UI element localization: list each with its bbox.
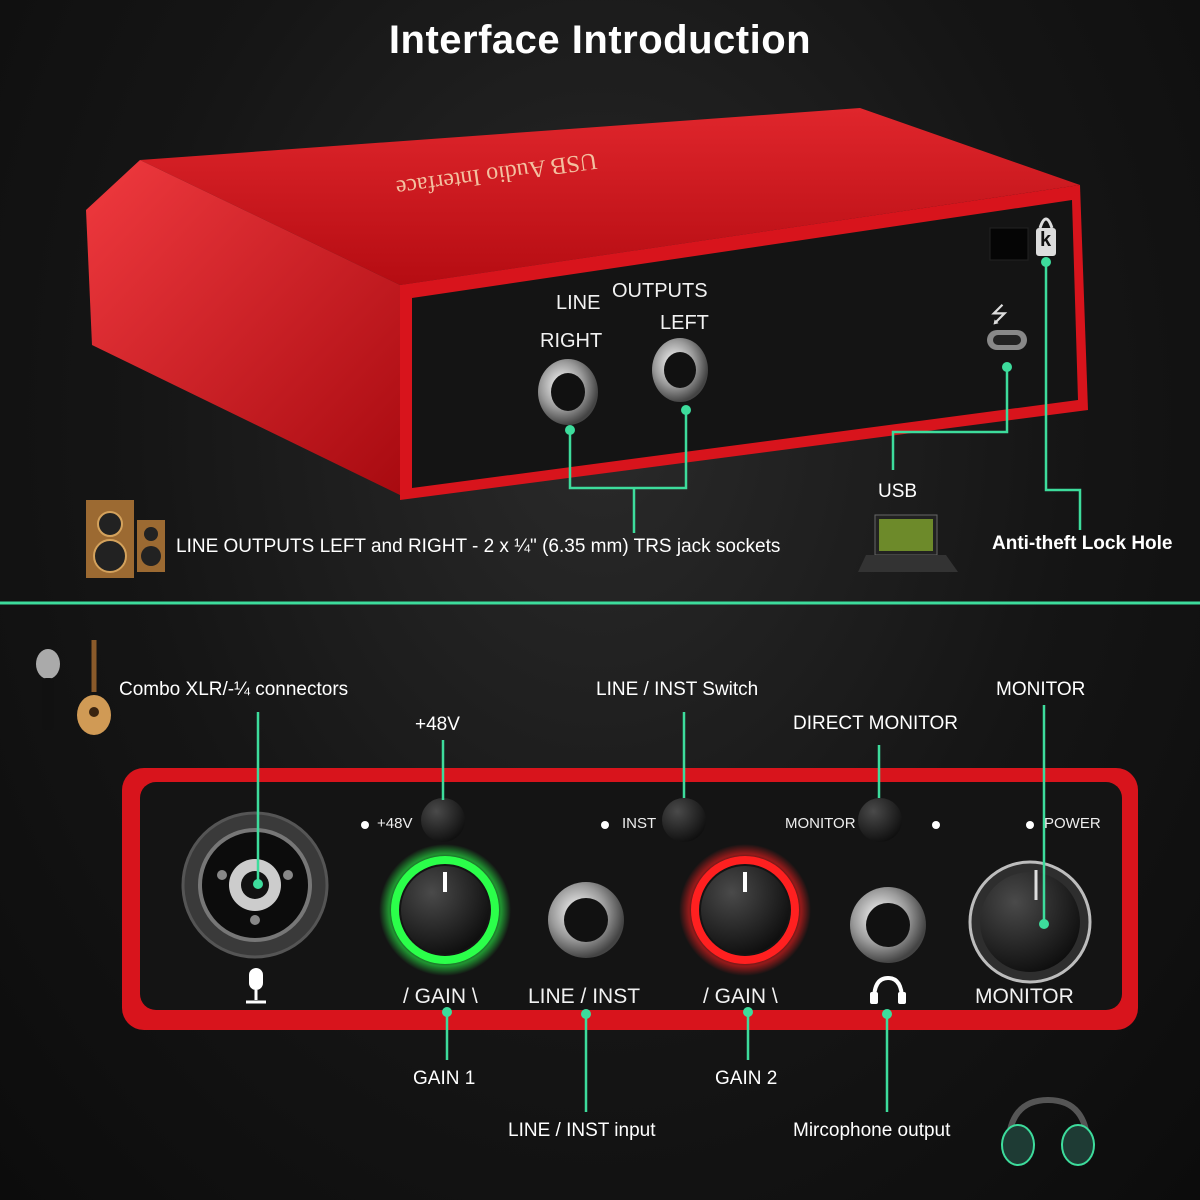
line-inst-jack xyxy=(548,882,624,958)
usb-icon: ⭍ xyxy=(990,302,1009,327)
front-power-label: POWER xyxy=(1044,815,1101,832)
line-outputs-callout: LINE OUTPUTS LEFT and RIGHT - 2 x ¼" (6.… xyxy=(176,536,781,557)
front-gain2-label: / GAIN \ xyxy=(703,985,778,1008)
direct-monitor-callout: DIRECT MONITOR xyxy=(793,713,959,734)
rear-id-window xyxy=(989,227,1029,261)
gain2-knob[interactable] xyxy=(679,844,811,976)
line-inst-switch-button[interactable] xyxy=(662,798,706,842)
gain1-callout: GAIN 1 xyxy=(413,1068,476,1089)
microphone-icon xyxy=(36,649,60,730)
front-line-inst-label: LINE / INST xyxy=(528,985,641,1008)
power-led xyxy=(1026,821,1034,829)
rear-jack-left xyxy=(652,338,708,402)
headset-icon xyxy=(1001,1096,1095,1166)
monitor-knob[interactable] xyxy=(968,860,1092,984)
rear-line-label: LINE xyxy=(556,292,601,314)
mic-output-callout: Mircophone output xyxy=(793,1120,951,1141)
line-inst-switch-callout: LINE / INST Switch xyxy=(596,679,759,700)
mic-symbol-icon xyxy=(246,968,266,1004)
page-title: Interface Introduction xyxy=(388,18,812,62)
rear-jack-right xyxy=(538,359,598,425)
combo-callout: Combo XLR/-¼ connectors xyxy=(119,679,349,700)
gain1-knob[interactable] xyxy=(379,844,511,976)
phantom-power-button[interactable] xyxy=(421,798,465,842)
front-monitor-small-label: MONITOR xyxy=(785,815,856,832)
bottom-callout-dots xyxy=(253,879,1049,1019)
phantom-led xyxy=(361,821,369,829)
front-phantom-label: +48V xyxy=(377,815,413,832)
monitor-callout: MONITOR xyxy=(996,679,1086,700)
line-inst-input-callout: LINE / INST input xyxy=(508,1120,656,1141)
usb-callout: USB xyxy=(878,481,918,502)
rear-device xyxy=(86,108,1088,500)
speaker-icon xyxy=(86,500,165,578)
lock-symbol: k xyxy=(1040,229,1052,251)
lock-callout: Anti-theft Lock Hole xyxy=(992,533,1173,554)
laptop-icon xyxy=(858,514,958,572)
rear-left-label: LEFT xyxy=(660,312,709,334)
lock-icon xyxy=(1036,217,1056,256)
rear-right-label: RIGHT xyxy=(540,330,603,352)
direct-monitor-led xyxy=(932,821,940,829)
phantom-callout: +48V xyxy=(415,714,460,735)
front-gain1-label: / GAIN \ xyxy=(403,985,478,1008)
top-callout-lines xyxy=(568,262,1082,533)
headphone-icon xyxy=(870,975,906,1004)
guitar-icon xyxy=(77,640,111,735)
headphone-jack xyxy=(850,887,926,963)
bottom-callout-lines xyxy=(256,705,1046,1112)
gain2-callout: GAIN 2 xyxy=(715,1068,778,1089)
inst-led xyxy=(601,821,609,829)
front-monitor-label: MONITOR xyxy=(975,985,1074,1008)
rear-outputs-label: OUTPUTS xyxy=(612,280,708,302)
front-inst-label: INST xyxy=(622,815,657,832)
direct-monitor-button[interactable] xyxy=(858,798,902,842)
top-callout-dots xyxy=(565,257,1051,435)
